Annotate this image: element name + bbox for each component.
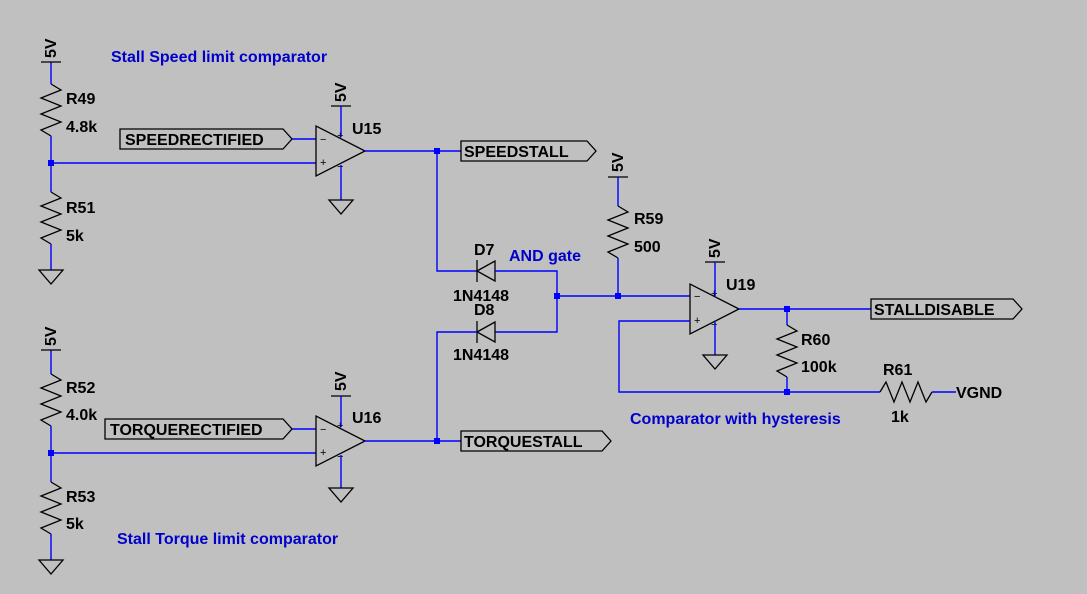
ground-u15: [327, 199, 355, 215]
svg-text:SPEEDSTALL: SPEEDSTALL: [464, 144, 569, 161]
d8-name: D8: [474, 302, 495, 319]
note-speed-comparator: Stall Speed limit comparator: [111, 49, 327, 66]
r52-name: R52: [66, 380, 95, 397]
opamp-u19: − + + − U19: [689, 277, 755, 336]
net-flag-speedstall: SPEEDSTALL: [460, 140, 597, 162]
resistor-r51: R51 5k: [39, 163, 95, 270]
svg-text:+: +: [337, 130, 343, 142]
ground-r53: [37, 559, 65, 575]
svg-text:+: +: [694, 315, 700, 327]
svg-text:5V: 5V: [333, 82, 350, 102]
net-flag-torquerectified: TORQUERECTIFIED: [104, 418, 293, 440]
supply-5v-u19: 5V: [705, 238, 725, 296]
svg-text:5V: 5V: [610, 152, 627, 172]
supply-5v-u15: 5V: [331, 82, 351, 137]
net-flag-stalldisable: STALLDISABLE: [870, 298, 1023, 320]
d7-name: D7: [474, 242, 495, 259]
u16-name: U16: [352, 410, 381, 427]
ground-r51: [37, 269, 65, 285]
u19-name: U19: [726, 277, 755, 294]
note-torque-comparator: Stall Torque limit comparator: [117, 531, 338, 548]
r51-value: 5k: [66, 228, 84, 245]
r49-value: 4.8k: [66, 119, 97, 136]
r49-name: R49: [66, 91, 95, 108]
svg-text:−: −: [320, 424, 326, 436]
svg-text:TORQUESTALL: TORQUESTALL: [464, 434, 583, 451]
svg-text:5V: 5V: [43, 38, 60, 58]
svg-text:−: −: [337, 161, 343, 173]
resistor-r53: R53 5k: [39, 453, 95, 560]
svg-text:−: −: [337, 451, 343, 463]
ground-u16: [327, 487, 355, 503]
supply-5v-u16: 5V: [331, 371, 351, 427]
svg-text:5V: 5V: [333, 371, 350, 391]
r61-value: 1k: [891, 409, 909, 426]
note-and-gate: AND gate: [509, 248, 581, 265]
d7-value: 1N4148: [453, 288, 509, 305]
r51-name: R51: [66, 200, 95, 217]
resistor-r52: R52 4.0k: [39, 368, 97, 453]
supply-5v-r59: 5V: [608, 152, 628, 206]
r52-value: 4.0k: [66, 407, 97, 424]
r53-value: 5k: [66, 516, 84, 533]
r59-name: R59: [634, 211, 663, 228]
svg-text:SPEEDRECTIFIED: SPEEDRECTIFIED: [125, 132, 264, 149]
svg-text:+: +: [337, 420, 343, 432]
svg-text:TORQUERECTIFIED: TORQUERECTIFIED: [110, 422, 263, 439]
svg-text:+: +: [320, 447, 326, 459]
svg-text:−: −: [694, 291, 700, 303]
diode-d8: D8 1N4148: [453, 302, 509, 364]
svg-text:−: −: [711, 319, 717, 331]
svg-text:5V: 5V: [43, 326, 60, 346]
opamp-u16: − + + − U16: [315, 410, 381, 468]
svg-text:5V: 5V: [707, 238, 724, 258]
diode-d7: D7 1N4148: [453, 242, 509, 305]
r61-name: R61: [883, 362, 912, 379]
d8-value: 1N4148: [453, 347, 509, 364]
net-flag-torquestall: TORQUESTALL: [460, 430, 612, 452]
svg-text:−: −: [320, 134, 326, 146]
opamp-u15: − + + − U15: [315, 121, 381, 178]
net-label-vgnd: VGND: [956, 385, 1002, 402]
u15-name: U15: [352, 121, 381, 138]
r53-name: R53: [66, 489, 95, 506]
supply-5v-bottom-left: 5V: [41, 326, 61, 368]
svg-text:STALLDISABLE: STALLDISABLE: [874, 302, 995, 319]
ground-u19: [701, 354, 729, 370]
resistor-r61: R61 1k: [879, 362, 933, 426]
resistor-r49: R49 4.8k: [39, 78, 97, 163]
note-hysteresis: Comparator with hysteresis: [630, 411, 841, 428]
r60-value: 100k: [801, 359, 837, 376]
resistor-r60: R60 100k: [775, 309, 837, 392]
supply-5v-top-left: 5V: [41, 38, 61, 78]
r59-value: 500: [634, 239, 661, 256]
r60-name: R60: [801, 332, 830, 349]
resistor-r59: R59 500: [606, 205, 663, 296]
svg-text:+: +: [711, 288, 717, 300]
net-flag-speedrectified: SPEEDRECTIFIED: [119, 128, 293, 150]
svg-text:+: +: [320, 157, 326, 169]
